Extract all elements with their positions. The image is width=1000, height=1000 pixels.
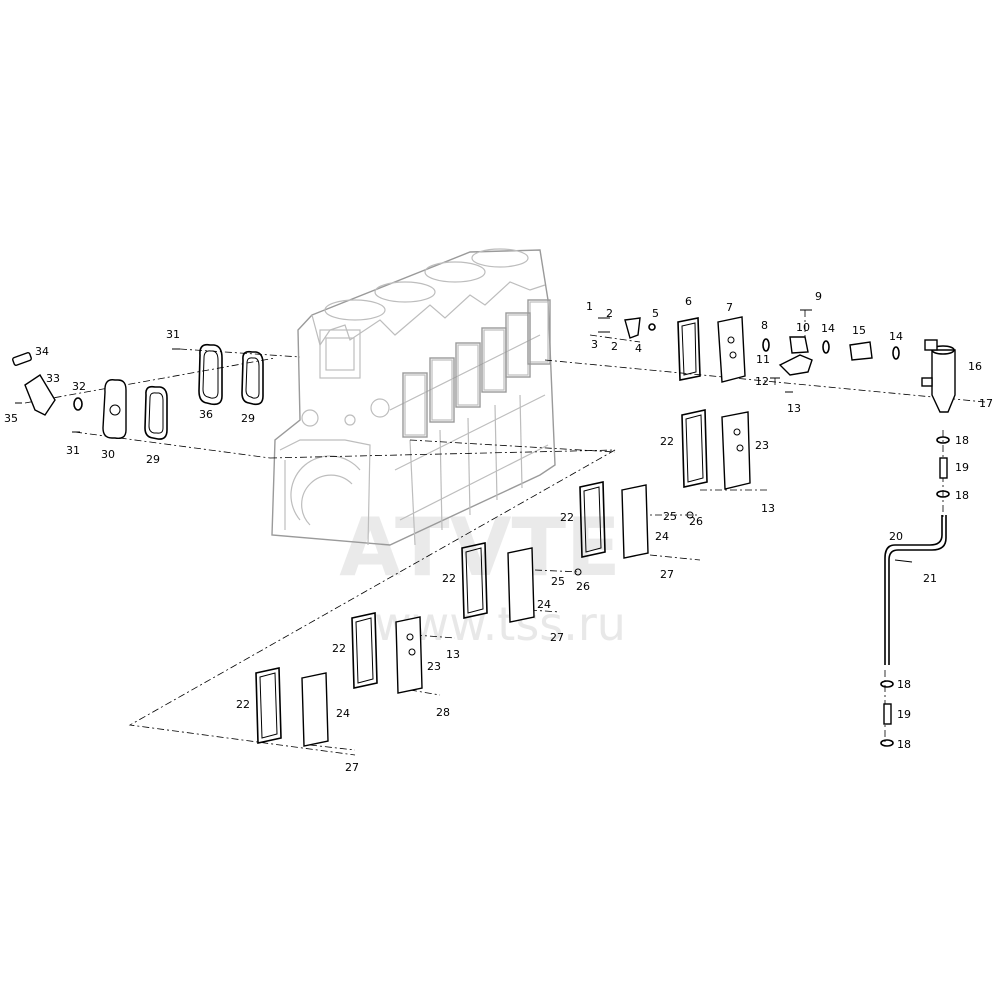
washer-5 xyxy=(648,323,656,331)
callout: 21 xyxy=(923,572,937,585)
panel-set-1 xyxy=(681,409,751,490)
engine-block xyxy=(271,248,556,546)
callout: 1 xyxy=(586,300,593,313)
callout: 18 xyxy=(897,678,911,691)
callout: 18 xyxy=(897,738,911,751)
callout: 29 xyxy=(241,412,255,425)
callout: 2 xyxy=(606,307,613,320)
gasket-36 xyxy=(198,343,223,406)
gasket-22-c xyxy=(461,542,488,619)
callout: 25 xyxy=(551,575,565,588)
separator-16 xyxy=(931,349,956,413)
bracket-4 xyxy=(624,317,641,339)
panel-set-5 xyxy=(255,667,329,747)
callout: 32 xyxy=(72,380,86,393)
pipe-20 xyxy=(884,515,943,665)
watermark-brand: ATVTE xyxy=(339,501,620,594)
ring-14-b xyxy=(892,346,900,360)
elbow-33 xyxy=(24,374,56,416)
callout: 14 xyxy=(821,322,835,335)
callout: 27 xyxy=(550,631,564,644)
housing-10 xyxy=(789,336,809,354)
callout: 28 xyxy=(436,706,450,719)
panel-set-3 xyxy=(461,542,582,623)
callout: 3 xyxy=(591,338,598,351)
callout: 9 xyxy=(815,290,822,303)
cover-23-b xyxy=(395,616,423,694)
callout: 16 xyxy=(968,360,982,373)
callout: 26 xyxy=(576,580,590,593)
callout: 19 xyxy=(955,461,969,474)
gasket-29-right xyxy=(241,350,264,406)
callout: 5 xyxy=(652,307,659,320)
gasket-22-e xyxy=(255,667,282,744)
cap-34 xyxy=(12,352,32,366)
callout: 4 xyxy=(635,342,642,355)
callout: 11 xyxy=(756,353,770,366)
callout: 12 xyxy=(755,375,769,388)
callout: 17 xyxy=(979,397,993,410)
panel-set-4 xyxy=(351,612,423,694)
callout: 22 xyxy=(560,511,574,524)
gasket-22-b xyxy=(579,481,606,558)
callout: 22 xyxy=(660,435,674,448)
gasket-29-left xyxy=(144,385,168,440)
callout: 23 xyxy=(755,439,769,452)
callout: 6 xyxy=(685,295,692,308)
gasket-22-d xyxy=(351,612,378,689)
callout: 14 xyxy=(889,330,903,343)
watermark: ATVTE www.tss.ru xyxy=(339,501,626,651)
callout: 31 xyxy=(166,328,180,341)
cover-30 xyxy=(102,379,127,440)
callout: 30 xyxy=(101,448,115,461)
callout: 22 xyxy=(442,572,456,585)
callout: 33 xyxy=(46,372,60,385)
gasket-6 xyxy=(677,317,701,381)
gasket-22-a xyxy=(681,409,708,488)
panel-set-2 xyxy=(579,481,694,559)
ring-14-a xyxy=(822,340,830,354)
callout: 13 xyxy=(787,402,801,415)
drain-assembly xyxy=(880,436,950,747)
ring-8 xyxy=(762,338,770,352)
callout: 27 xyxy=(660,568,674,581)
callout: 19 xyxy=(897,708,911,721)
callout: 26 xyxy=(689,515,703,528)
callout: 31 xyxy=(66,444,80,457)
left-assembly xyxy=(12,343,264,440)
cover-23-a xyxy=(721,411,751,490)
cover-24-c xyxy=(301,672,329,747)
callout: 24 xyxy=(655,530,669,543)
callout: 23 xyxy=(427,660,441,673)
cover-24-a xyxy=(621,484,649,559)
callout: 20 xyxy=(889,530,903,543)
callout: 24 xyxy=(336,707,350,720)
callout: 27 xyxy=(345,761,359,774)
callout: 22 xyxy=(332,642,346,655)
callout: 15 xyxy=(852,324,866,337)
callout: 13 xyxy=(761,502,775,515)
top-right-assembly xyxy=(598,309,956,413)
callout: 7 xyxy=(726,301,733,314)
callout: 24 xyxy=(537,598,551,611)
ring-32 xyxy=(73,397,83,411)
callout: 22 xyxy=(236,698,250,711)
callout: 18 xyxy=(955,434,969,447)
cover-7 xyxy=(717,316,746,383)
callout: 2 xyxy=(611,340,618,353)
filter-15 xyxy=(849,341,873,361)
callout: 36 xyxy=(199,408,213,421)
callout: 10 xyxy=(796,321,810,334)
callout: 13 xyxy=(446,648,460,661)
bracket-11 xyxy=(778,354,813,376)
callout: 25 xyxy=(663,510,677,523)
callout: 35 xyxy=(4,412,18,425)
cover-24-b xyxy=(507,547,535,623)
callout: 29 xyxy=(146,453,160,466)
callout: 18 xyxy=(955,489,969,502)
callout: 34 xyxy=(35,345,49,358)
callout: 8 xyxy=(761,319,768,332)
callout-labels: 1 2 2 3 4 5 6 7 8 9 10 11 12 13 14 14 15… xyxy=(4,290,993,774)
